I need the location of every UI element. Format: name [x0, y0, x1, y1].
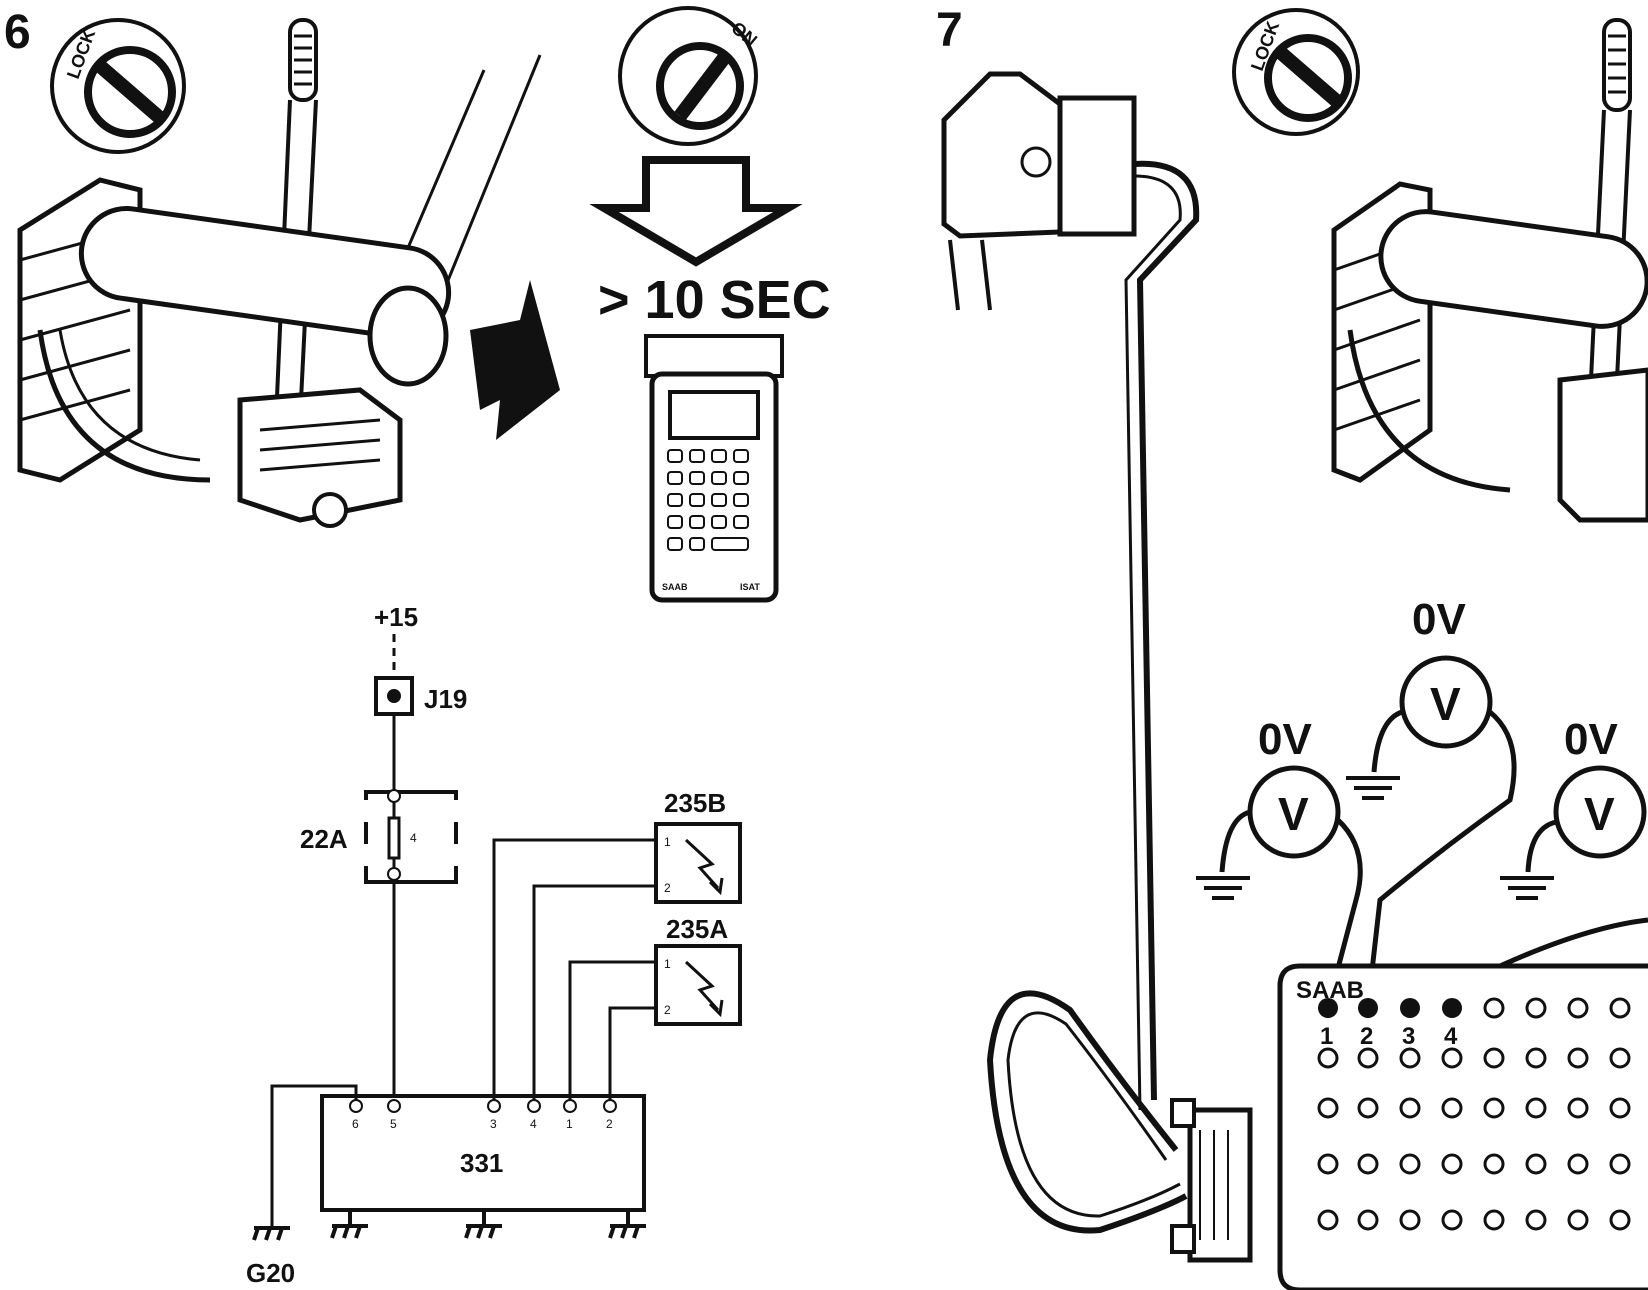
supply-label: +15 [374, 602, 418, 632]
pin-hole [1525, 997, 1547, 1019]
meter-1-reading: 0V [1258, 715, 1312, 764]
pin-hole [1483, 1209, 1505, 1231]
wiring-schematic: +15 J19 4 22A 331 [246, 602, 742, 1288]
unit-pin-6: 6 [352, 1117, 359, 1131]
sensor-b-pin-2: 2 [664, 881, 671, 895]
diagnostic-connector [941, 71, 1137, 311]
fuse-pin-label: 4 [410, 831, 417, 845]
pin-hole [1399, 1153, 1421, 1175]
pin-hole [1441, 1097, 1463, 1119]
control-unit-label: 331 [460, 1148, 503, 1178]
meter-2-reading: 0V [1412, 595, 1466, 644]
pin-hole [1525, 1153, 1547, 1175]
pin-hole [1399, 1209, 1421, 1231]
pin-hole [1317, 1153, 1339, 1175]
meter-1-symbol: V [1278, 788, 1309, 840]
unit-pin-1: 1 [566, 1117, 573, 1131]
pin-hole [1567, 1097, 1589, 1119]
pin-hole [1609, 1047, 1631, 1069]
pin-number-4: 4 [1444, 1023, 1458, 1050]
steering-column [17, 18, 542, 528]
breakout-box: SAAB 1 2 3 4 [1277, 963, 1648, 1290]
pin-hole [1441, 1047, 1463, 1069]
pin-hole [1317, 1047, 1339, 1069]
sensor-a-label: 235A [666, 914, 728, 944]
ignition-switch-lock-fig7: LOCK [1232, 8, 1360, 136]
voltmeter-1: 0V V [1196, 715, 1363, 1007]
sensor-a-pin-2: 2 [664, 1003, 671, 1017]
pin-hole [1441, 1209, 1463, 1231]
ground-symbol [252, 1226, 290, 1241]
pin-hole [1567, 1209, 1589, 1231]
meter-2-symbol: V [1430, 678, 1461, 730]
pin-hole [1317, 1097, 1339, 1119]
pin-hole [1525, 1209, 1547, 1231]
ignition-switch-on: ON [618, 6, 761, 146]
ground-label: G20 [246, 1258, 295, 1288]
down-arrow-icon [589, 156, 803, 267]
pin-hole [1483, 997, 1505, 1019]
pin-number-3: 3 [1402, 1023, 1415, 1050]
sensor-b-label: 235B [664, 788, 726, 818]
pin-hole [1357, 1047, 1379, 1069]
unit-pin-5: 5 [390, 1117, 397, 1131]
pin-hole [1609, 1097, 1631, 1119]
handheld-tester: SAAB ISAT [644, 334, 784, 603]
figure-6: 6 LOCK [4, 6, 831, 1288]
active-pins [1318, 998, 1462, 1018]
voltmeter-3: 0V V [1418, 715, 1648, 1009]
pin-hole [1609, 1153, 1631, 1175]
meter-3-reading: 0V [1564, 715, 1618, 764]
pin-hole [1483, 1047, 1505, 1069]
pin-hole [1399, 1047, 1421, 1069]
step-number-6: 6 [4, 6, 31, 59]
sensor-235b: 235B 1 2 [654, 788, 742, 904]
pin-hole [1483, 1153, 1505, 1175]
figure-7: 7 LOCK [936, 4, 1648, 1290]
duration-label: > 10 SEC [598, 270, 831, 330]
pin-hole [1525, 1047, 1547, 1069]
pin-hole [1441, 1153, 1463, 1175]
pin-holes [1317, 997, 1631, 1231]
right-arrow-icon [470, 280, 560, 440]
connector-j19 [374, 676, 414, 716]
unit-pin-3: 3 [490, 1117, 497, 1131]
tester-model-label: ISAT [740, 582, 760, 592]
pin-hole [1567, 1047, 1589, 1069]
pin-hole [1483, 1097, 1505, 1119]
breakout-plug [1170, 1098, 1253, 1263]
fuse-22a: 4 22A [300, 789, 458, 884]
voltmeter-2: 0V V [1346, 595, 1517, 1007]
pin-hole [1317, 1209, 1339, 1231]
pin-hole [1357, 1209, 1379, 1231]
tester-keypad [667, 449, 749, 551]
pin-hole [1567, 997, 1589, 1019]
pin-hole [1609, 997, 1631, 1019]
pin-hole [1357, 1097, 1379, 1119]
meter-3-symbol: V [1584, 788, 1615, 840]
steering-column-fig7 [1331, 18, 1648, 523]
pin-hole [1567, 1153, 1589, 1175]
pin-number-1: 1 [1320, 1023, 1333, 1050]
control-unit-331: 331 6 5 3 4 1 2 [320, 1094, 646, 1212]
connector-label: J19 [424, 684, 467, 714]
sensor-a-pin-1: 1 [664, 957, 671, 971]
unit-pin-4: 4 [530, 1117, 537, 1131]
pin-hole [1399, 1097, 1421, 1119]
unit-pin-2: 2 [606, 1117, 613, 1131]
pin-number-2: 2 [1360, 1023, 1373, 1050]
pin-hole [1357, 1153, 1379, 1175]
tester-brand-label: SAAB [662, 582, 688, 592]
ignition-switch-lock: LOCK [50, 18, 186, 154]
fuse-label: 22A [300, 824, 348, 854]
pin-hole [1525, 1097, 1547, 1119]
sensor-235a: 235A 1 2 [654, 914, 742, 1026]
pin-hole [1609, 1209, 1631, 1231]
step-number-7: 7 [936, 4, 963, 57]
sensor-b-pin-1: 1 [664, 835, 671, 849]
